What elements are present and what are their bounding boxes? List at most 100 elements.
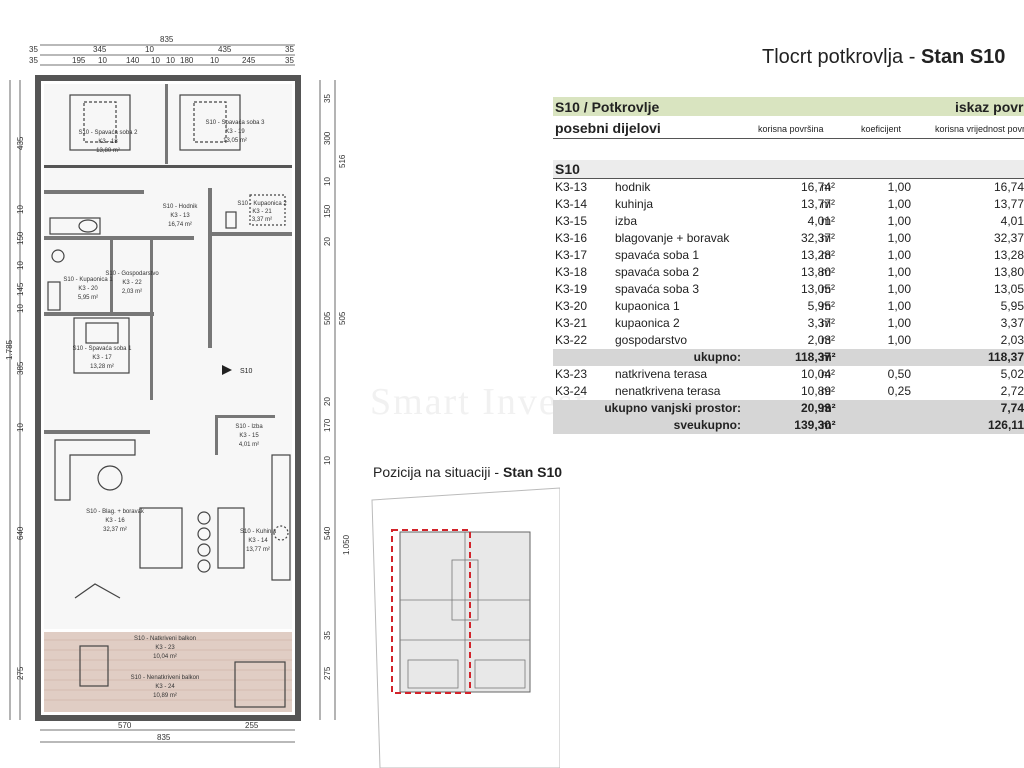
svg-text:K3 - 14: K3 - 14 (248, 538, 268, 544)
row-name: kupaonica 2 (615, 316, 680, 330)
row-area: 3,37 (807, 316, 831, 330)
table-title: S10 / Potkrovlje (555, 99, 660, 115)
row-name: gospodarstvo (615, 333, 688, 347)
col-coef-header: koeficijent (861, 124, 902, 134)
row-area: 16,74 (800, 180, 831, 194)
row-name: kupaonica 1 (615, 299, 680, 313)
room-label-hodnik: S10 - Hodnik K3 - 13 16,74 m² (163, 204, 199, 228)
dim-top-2-4: 35 (285, 45, 294, 54)
room-label-kupaonica-2: S10 - Kupaonica 2K3 - 213,37 m² (237, 201, 287, 223)
dim-left-6: 385 (16, 361, 25, 375)
svg-text:S10 - Izba: S10 - Izba (235, 424, 263, 430)
svg-text:K3 - 20: K3 - 20 (78, 286, 98, 292)
dim-left-4: 145 (16, 282, 25, 296)
dim-right-10: 10 (323, 456, 332, 465)
row-coef: 1,00 (887, 299, 911, 313)
row-area: 13,28 (800, 248, 831, 262)
title-prefix: Tlocrt potkrovlja - (762, 46, 921, 68)
row-area: 13,77 (800, 197, 831, 211)
toilet (225, 211, 237, 229)
dim-top-3-8: 245 (242, 56, 256, 65)
bed-1 (69, 94, 131, 151)
total-unit: m² (821, 401, 836, 415)
row-unit: m² (821, 316, 835, 330)
row-code: K3-15 (555, 214, 588, 228)
row-value: 4,01 (1000, 214, 1024, 228)
dim-top-2-0: 35 (29, 45, 38, 54)
dim-right-7: 505 (338, 311, 347, 325)
armchair (74, 583, 121, 599)
row-unit: m² (821, 299, 835, 313)
row-area: 10,04 (800, 367, 831, 381)
svg-text:K3 - 13: K3 - 13 (170, 213, 190, 219)
washer (51, 249, 65, 263)
total-area: 118,37 (794, 350, 831, 364)
svg-text:S10 - Hodnik: S10 - Hodnik (163, 204, 199, 210)
dim-top-total: 835 (160, 35, 174, 44)
bed-2 (179, 94, 241, 151)
total-unit: m² (821, 418, 836, 432)
room-label-kupaonica-1: S10 - Kupaonica 1K3 - 205,95 m² (63, 277, 113, 301)
dim-top-2-1: 345 (93, 45, 107, 54)
svg-text:13,05 m²: 13,05 m² (223, 138, 247, 144)
svg-text:K3 - 24: K3 - 24 (155, 684, 175, 690)
position-title-bold: Stan S10 (502, 464, 563, 480)
svg-text:K3 - 19: K3 - 19 (225, 129, 245, 135)
row-code: K3-19 (555, 282, 588, 296)
total-area: 139,30 (794, 418, 831, 432)
svg-text:10,89 m²: 10,89 m² (153, 693, 177, 699)
row-value: 3,37 (1000, 316, 1024, 330)
dim-left-0: 435 (16, 136, 25, 150)
jacuzzi (234, 661, 286, 708)
svg-text:K3 - 22: K3 - 22 (122, 280, 142, 286)
col-area-header: korisna površina (758, 124, 824, 134)
row-code: K3-20 (555, 299, 588, 313)
highlight-s10-box (391, 529, 471, 694)
row-code: K3-23 (555, 367, 588, 381)
svg-text:32,37 m²: 32,37 m² (103, 527, 127, 533)
sofa (54, 439, 136, 501)
walls (35, 75, 301, 721)
sink (49, 217, 101, 235)
svg-text:16,74 m²: 16,74 m² (168, 222, 192, 228)
row-value: 16,74 (993, 180, 1024, 194)
row-code: K3-21 (555, 316, 588, 330)
dim-left-1: 10 (16, 205, 25, 214)
dim-top-3-3: 140 (126, 56, 140, 65)
dim-top-2-2: 10 (145, 45, 154, 54)
row-value: 2,03 (1000, 333, 1024, 347)
title-bold: Stan S10 (920, 46, 1006, 68)
row-unit: m² (821, 282, 835, 296)
entry-label: S10 (240, 368, 253, 375)
dim-left-8: 640 (16, 526, 25, 540)
floor-plan: 835 35 345 10 435 35 35 195 10 140 10 10… (5, 35, 560, 768)
row-unit: m² (821, 180, 835, 194)
dim-right-13: 275 (323, 666, 332, 680)
svg-text:S10 - Kupaonica 1: S10 - Kupaonica 1 (63, 277, 113, 283)
total-label: sveukupno: (673, 418, 741, 432)
svg-text:S10 - Blag. + boravak: S10 - Blag. + boravak (86, 509, 145, 515)
row-area: 4,01 (807, 214, 831, 228)
watermark: Smart Invest (370, 381, 588, 423)
row-unit: m² (821, 265, 835, 279)
dim-bottom-1: 255 (245, 721, 259, 730)
svg-text:3,37 m²: 3,37 m² (252, 217, 272, 223)
svg-text:S10 - Natkriveni balkon: S10 - Natkriveni balkon (134, 636, 196, 642)
page-title: Tlocrt potkrovlja - Stan S10 (762, 46, 1005, 69)
total-value: 118,37 (987, 350, 1024, 364)
row-coef: 1,00 (887, 282, 911, 296)
shower (249, 194, 286, 226)
dim-top-3-1: 195 (72, 56, 86, 65)
entry-arrow-icon (222, 365, 232, 375)
svg-text:K3 - 21: K3 - 21 (252, 209, 272, 215)
